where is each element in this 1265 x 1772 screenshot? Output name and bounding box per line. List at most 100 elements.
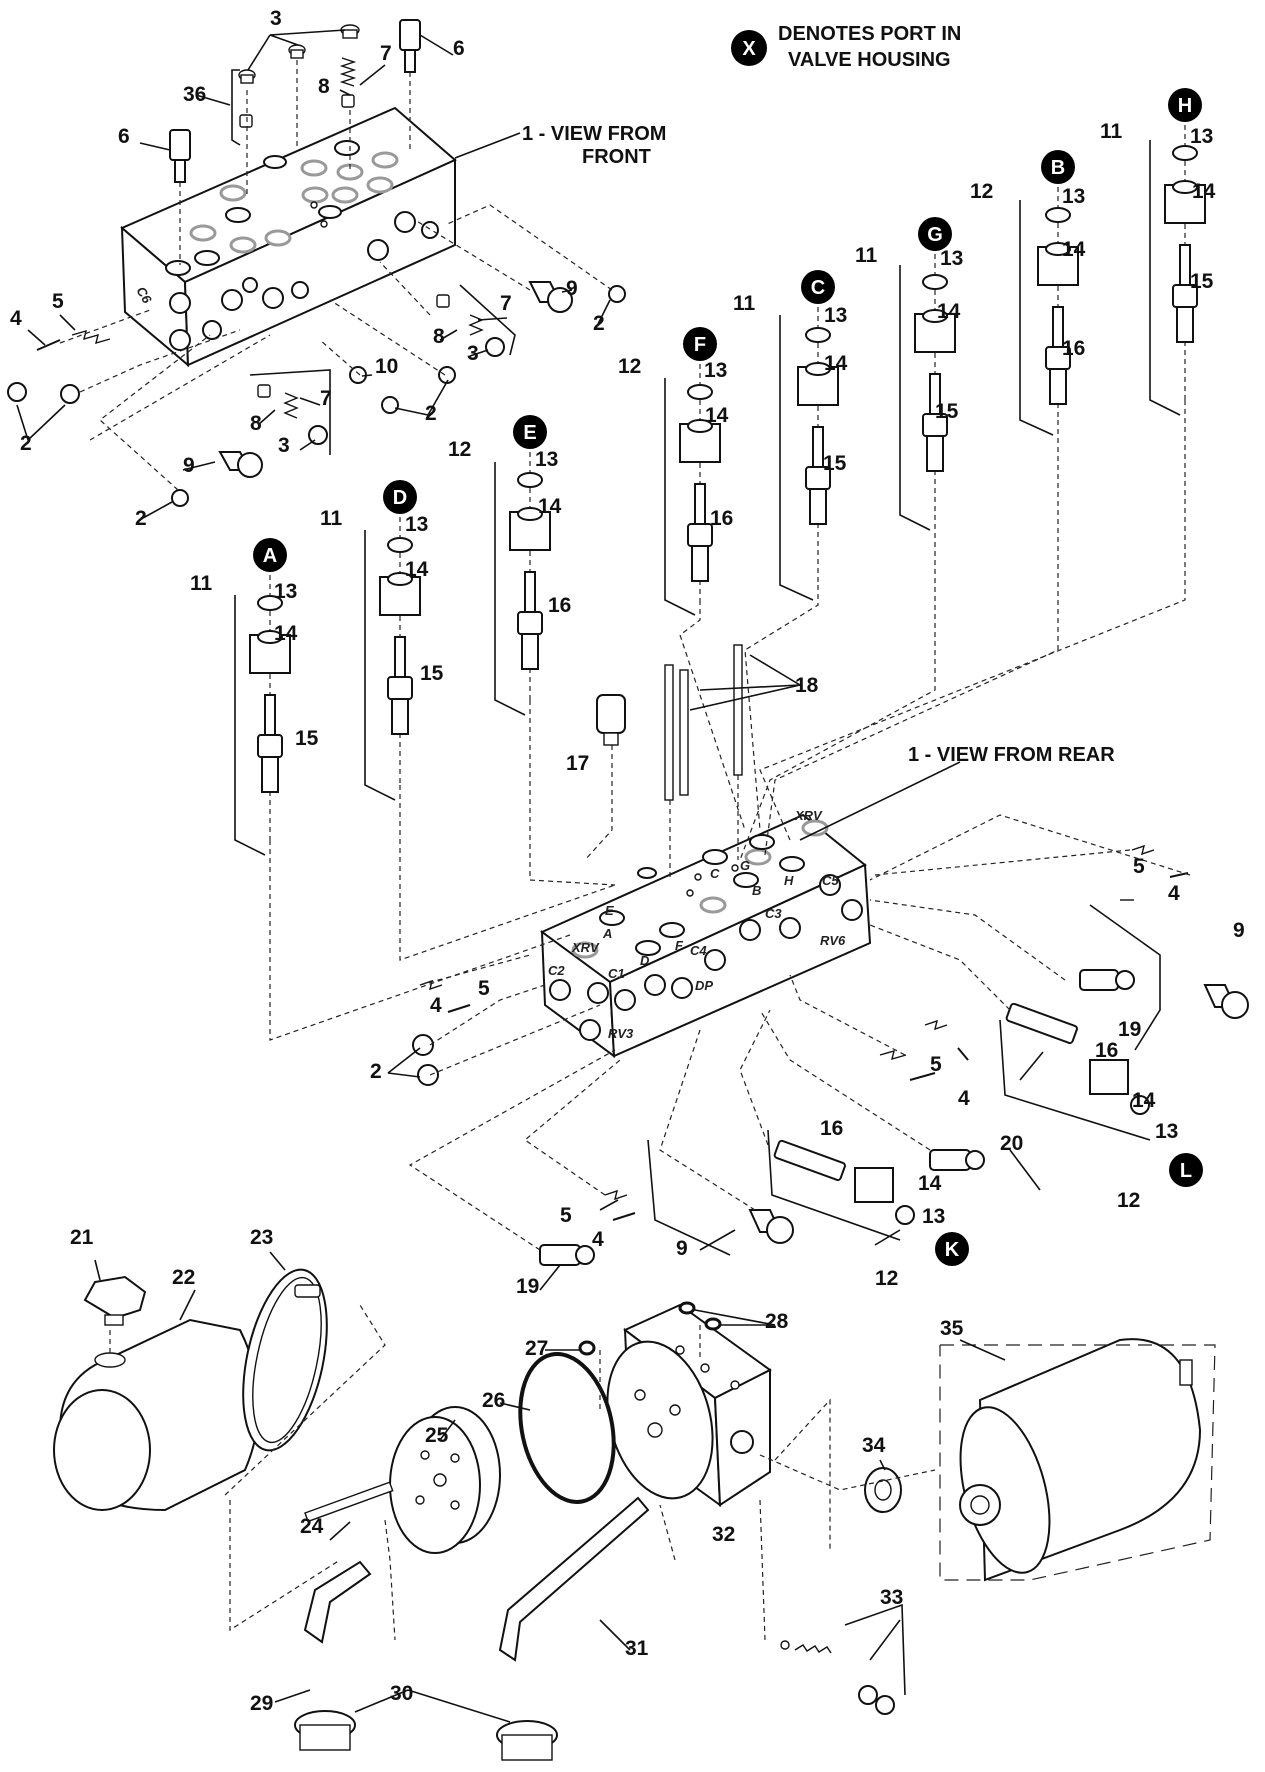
callout-14: 14	[937, 300, 961, 323]
leader-line	[179, 1289, 196, 1321]
port-badge	[801, 270, 835, 304]
callout-34: 34	[862, 1434, 886, 1457]
callout-13: 13	[824, 304, 847, 327]
stack-bracket	[779, 315, 814, 601]
callout-4: 4	[592, 1228, 604, 1251]
port-badge-letter: L	[1180, 1160, 1192, 1182]
callout-27: 27	[525, 1337, 548, 1360]
valve-stack-f: F12	[618, 327, 721, 616]
stack-dashed-leads	[269, 400, 1186, 1041]
leader-line	[59, 314, 76, 331]
callout-31: 31	[625, 1637, 649, 1660]
port-badge	[935, 1232, 969, 1266]
leader-line	[94, 1259, 101, 1281]
cartridge-tip	[521, 633, 539, 670]
coil-top	[257, 630, 283, 644]
nut	[922, 274, 948, 290]
coil-top	[1172, 180, 1198, 194]
pump-assembly	[53, 1268, 1216, 1761]
callout-8: 8	[318, 75, 330, 98]
callout-15: 15	[420, 662, 444, 685]
callout-2: 2	[135, 507, 147, 530]
stem	[694, 483, 706, 525]
front-top-ports	[165, 140, 399, 276]
cartridge-tip	[1176, 306, 1194, 343]
leader-line	[699, 684, 801, 691]
leader-line	[299, 439, 316, 451]
callout-33: 33	[880, 1586, 903, 1609]
stem	[524, 571, 536, 613]
callout-group-number: 12	[448, 438, 471, 461]
stack-bracket	[1019, 200, 1054, 436]
view-from-front-line1: 1 - VIEW FROM	[522, 123, 666, 145]
callout-15: 15	[935, 400, 959, 423]
stack-bracket	[234, 595, 266, 856]
port-label-h: H	[784, 873, 794, 888]
stem	[812, 426, 824, 468]
callout-16: 16	[1062, 337, 1085, 360]
callout-group-number: 11	[190, 572, 213, 595]
port-badge	[683, 327, 717, 361]
callout-14: 14	[918, 1172, 942, 1195]
callout-7: 7	[320, 387, 332, 410]
callout-29: 29	[250, 1692, 273, 1715]
leader-line	[27, 404, 66, 441]
callout-4: 4	[10, 307, 22, 330]
valve-stack-h: H11	[1100, 88, 1206, 416]
port-badge-letter: E	[523, 422, 536, 444]
leader-line	[419, 34, 454, 56]
callout-17: 17	[566, 752, 589, 775]
leader-line	[477, 317, 508, 321]
port-badge	[918, 217, 952, 251]
cartridge-tip	[691, 545, 709, 582]
port-badge	[1169, 1153, 1203, 1187]
stack-bracket	[664, 378, 696, 616]
callout-16: 16	[1095, 1039, 1118, 1062]
leader-line	[749, 654, 801, 686]
leader-line	[469, 349, 489, 357]
coil-top	[1045, 242, 1071, 256]
callout-group-number: 12	[618, 355, 641, 378]
callout-13: 13	[535, 448, 558, 471]
leader-line	[439, 1419, 456, 1441]
port-label-f: F	[675, 938, 684, 953]
callout-labels: 3367866542873102927839213141515131413141…	[10, 7, 1245, 1723]
leader-line	[869, 1619, 901, 1661]
callout-13: 13	[922, 1205, 945, 1228]
callout-9: 9	[566, 277, 578, 300]
callout-9: 9	[1233, 919, 1245, 942]
callout-14: 14	[824, 352, 848, 375]
cartridge-tip	[391, 698, 409, 735]
port-label-c2: C2	[548, 963, 565, 978]
callout-19: 19	[516, 1275, 539, 1298]
legend: X DENOTES PORT IN VALVE HOUSING	[731, 23, 961, 71]
stem	[394, 636, 406, 678]
callout-13: 13	[1155, 1120, 1178, 1143]
callout-26: 26	[482, 1389, 505, 1412]
callout-23: 23	[250, 1226, 273, 1249]
callout-5: 5	[930, 1053, 942, 1076]
legend-badge-letter: X	[742, 38, 756, 60]
callout-9: 9	[676, 1237, 688, 1260]
callout-8: 8	[250, 412, 262, 435]
callout-10: 10	[375, 355, 398, 378]
callout-group-number: 11	[855, 244, 878, 267]
leader-line	[27, 329, 46, 346]
leader-line	[247, 34, 271, 71]
port-label-e: E	[605, 903, 614, 918]
callout-24: 24	[300, 1515, 324, 1538]
cartridge-tip	[926, 435, 944, 472]
leader-line	[959, 1339, 1006, 1361]
port-badge-letter: D	[393, 487, 407, 509]
leader-line	[339, 89, 351, 96]
view-from-rear-label: 1 - VIEW FROM REAR	[908, 744, 1115, 766]
leader-line	[16, 404, 29, 441]
callout-3: 3	[467, 342, 479, 365]
port-label-rv3: RV3	[608, 1026, 634, 1041]
callout-13: 13	[1190, 125, 1213, 148]
leader-line	[597, 299, 611, 325]
stem	[1179, 244, 1191, 286]
nut	[1045, 207, 1071, 223]
callout-13: 13	[704, 359, 727, 382]
